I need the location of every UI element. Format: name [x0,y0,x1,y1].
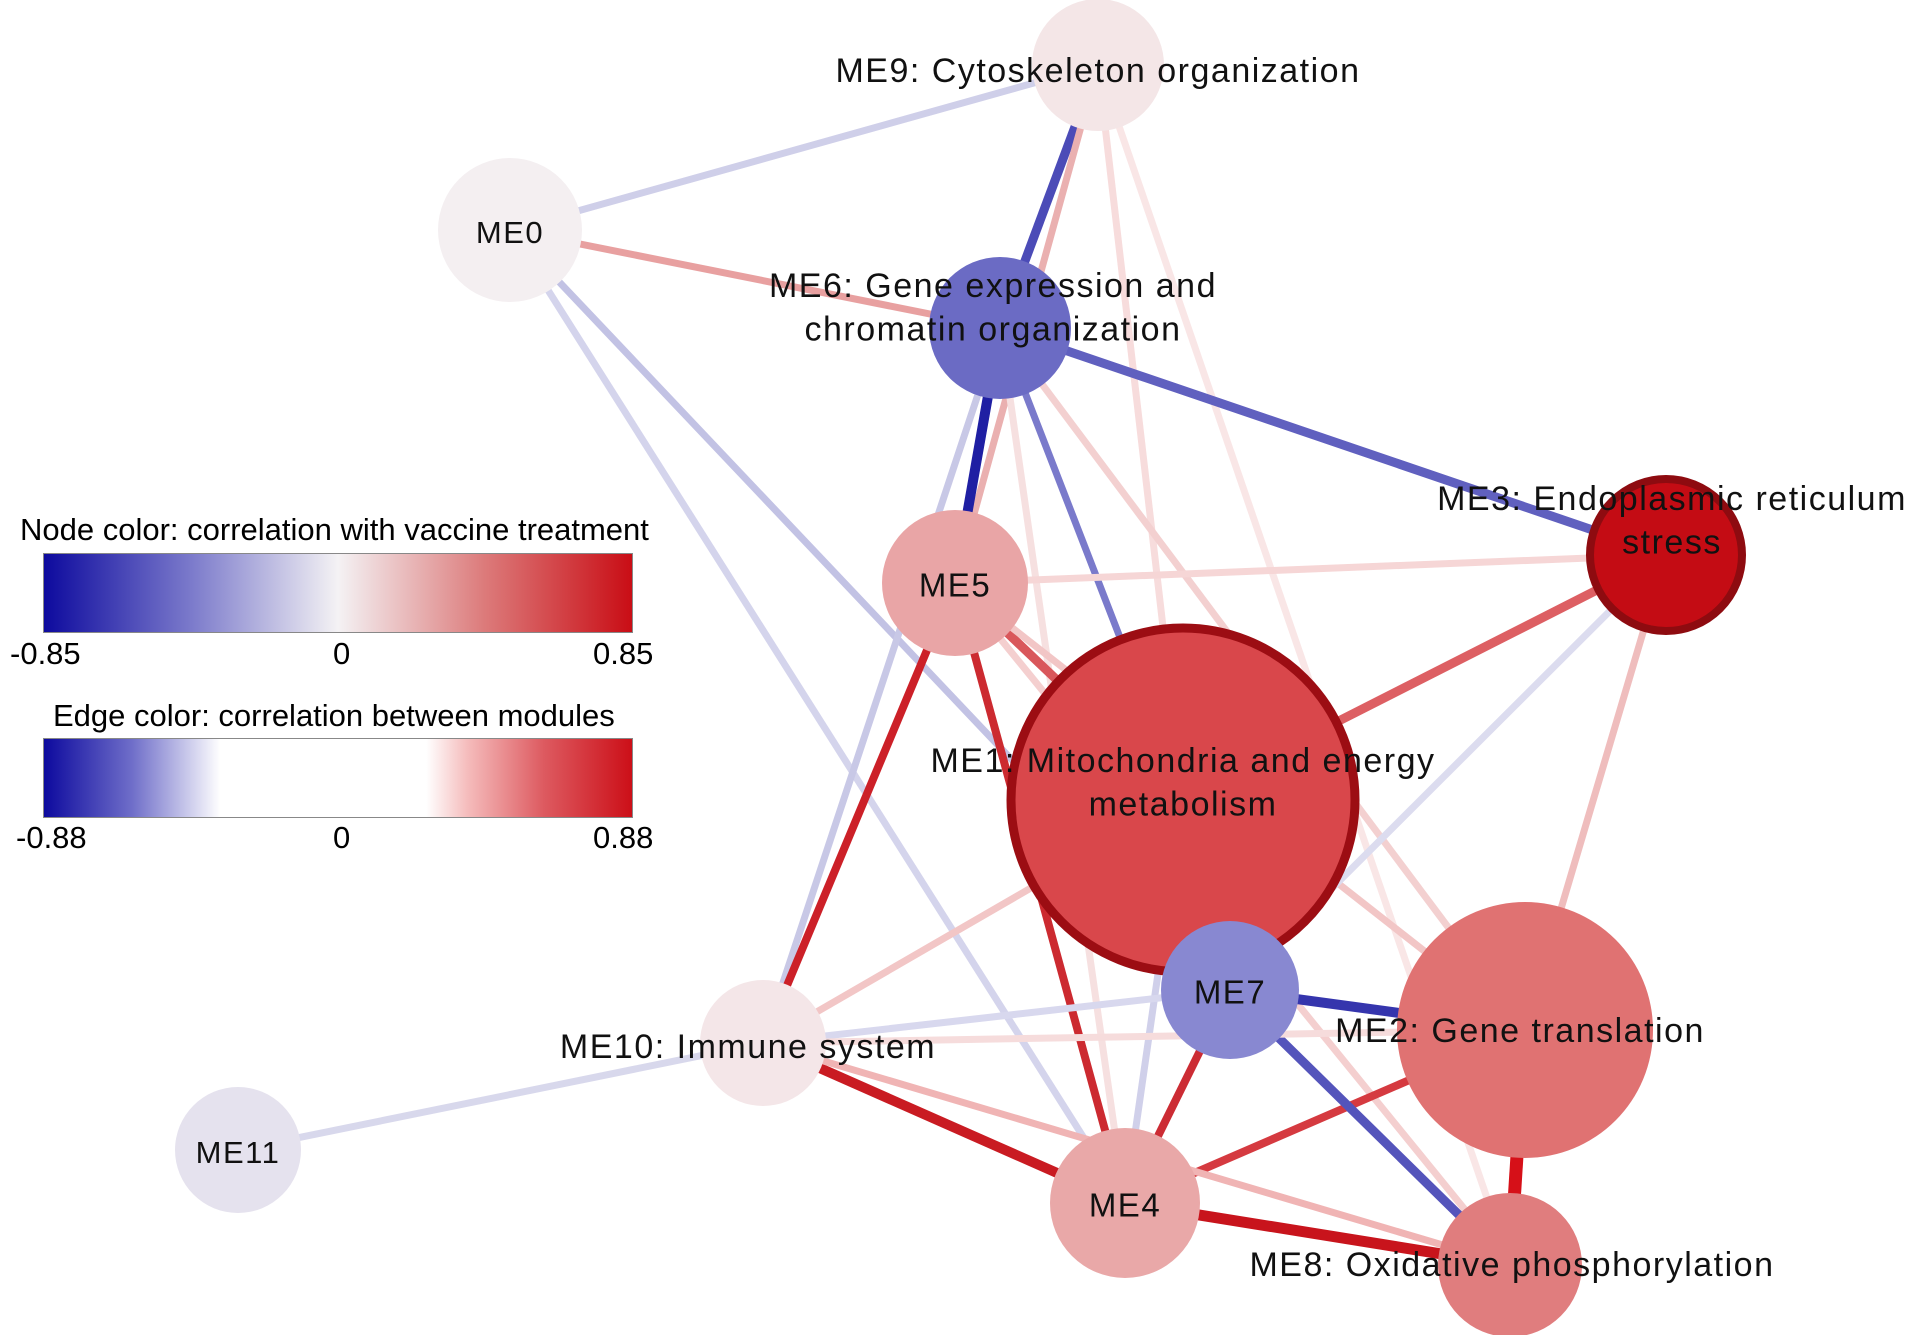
node-colorbar [43,553,633,633]
node-label-me7: ME7 [1194,974,1266,1011]
edge-me6-me10 [759,326,1004,1045]
node-legend-title: Node color: correlation with vaccine tre… [20,512,649,547]
edge-me5-me10 [759,581,959,1045]
node-label-me2: ME2: Gene translation [1335,1012,1705,1050]
edge-me10-me11 [237,1039,764,1154]
node-me0[interactable] [438,158,582,302]
edge-legend-min: -0.88 [16,820,87,855]
node-me7[interactable] [1161,921,1299,1059]
edge-me6-me3 [998,323,1668,560]
edge-me7-me10 [762,986,1231,1047]
node-label-me8: ME8: Oxidative phosphorylation [1249,1246,1774,1284]
node-label-me5: ME5 [919,567,991,604]
edge-colorbar [43,738,633,818]
node-label-me0: ME0 [476,215,544,250]
node-me8[interactable] [1438,1193,1582,1335]
node-label-me4: ME4 [1089,1187,1161,1224]
node-legend-mid: 0 [333,636,351,671]
node-me2[interactable] [1397,902,1653,1158]
color-legend: Node color: correlation with vaccine tre… [0,0,680,860]
edge-me5-me3 [954,551,1667,587]
node-me6[interactable] [929,257,1071,399]
node-layer [175,0,1746,1335]
node-me4[interactable] [1050,1128,1200,1278]
edge-me0-me9 [509,61,1099,234]
edge-legend-max: 0.88 [593,820,654,855]
edge-me0-me6 [509,226,1001,332]
node-label-me10: ME10: Immune system [560,1028,936,1066]
node-label-me11: ME11 [196,1135,281,1170]
node-me9[interactable] [1032,0,1164,131]
node-me11[interactable] [175,1087,301,1213]
node-me10[interactable] [700,980,826,1106]
node-legend-min: -0.85 [10,636,81,671]
node-me3[interactable] [1586,475,1746,635]
node-label-me9: ME9: Cytoskeleton organization [835,52,1360,90]
edge-legend-title: Edge color: correlation between modules [53,698,615,733]
edge-legend-mid: 0 [333,820,351,855]
node-me5[interactable] [882,510,1028,656]
node-legend-max: 0.85 [593,636,654,671]
